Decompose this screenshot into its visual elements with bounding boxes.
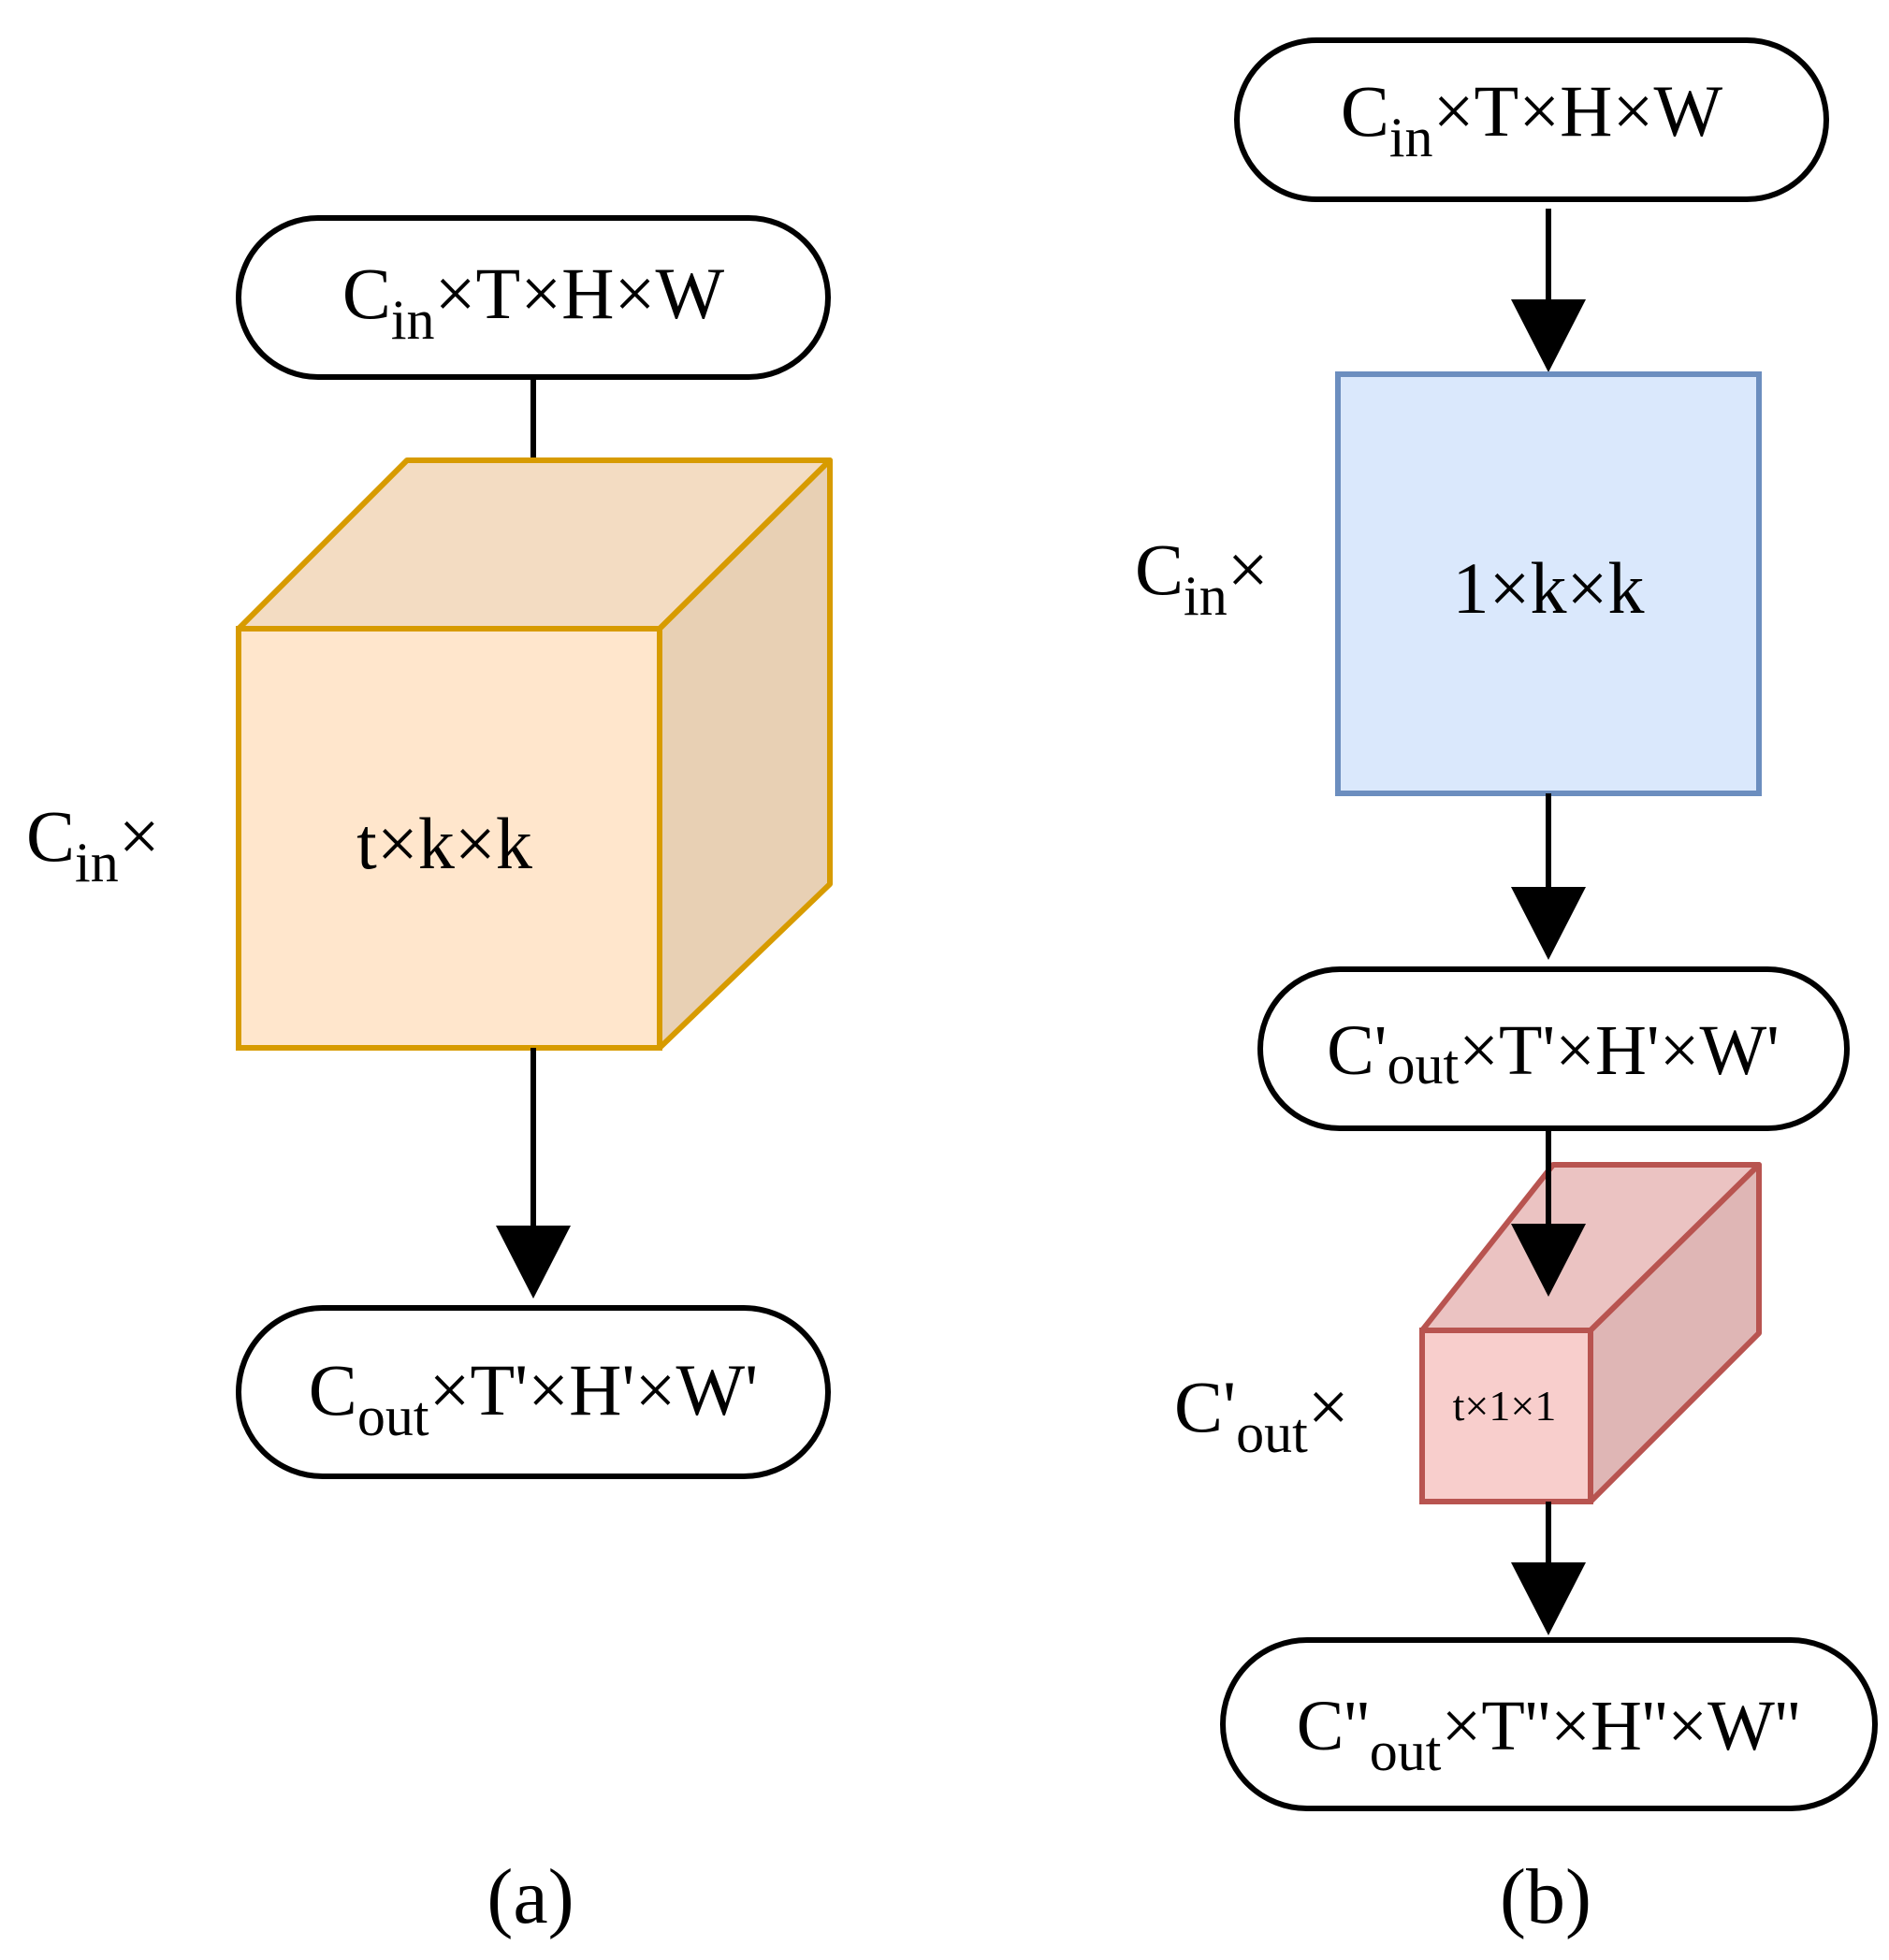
panel-b-spatial-kernel-label: 1×k×k <box>1453 547 1645 629</box>
panel-b-temporal-kernel-label: t×1×1 <box>1453 1382 1557 1430</box>
panel-b-temporal-cube: t×1×1 <box>1419 1162 1762 1504</box>
panel-a-caption: (a) <box>487 1853 574 1940</box>
panel-b-output-pill <box>1220 1637 1878 1811</box>
panel-b-input-pill <box>1234 37 1829 202</box>
panel-a-kernel-label: t×k×k <box>356 803 532 884</box>
panel-b-arrow-3 <box>1511 1128 1586 1297</box>
panel-b-mid-pill <box>1257 966 1850 1131</box>
panel-b-input-node: Cin×T×H×W <box>1234 37 1829 202</box>
panel-b-channel-label-2: C'out× <box>1174 1366 1349 1464</box>
panel-b-arrow-1 <box>1511 209 1586 372</box>
panel-a-arrow-2 <box>496 1048 571 1299</box>
panel-a-cube-front <box>236 626 662 1051</box>
panel-a-output-label: Cout×T'×H'×W' <box>309 1349 758 1447</box>
panel-a: Cin×T×H×W t×k×k Cin× Cout×T'×H'×W' (a) <box>26 215 833 1940</box>
panel-a-output-node: Cout×T'×H'×W' <box>236 1305 831 1479</box>
panel-b-mid-label: C'out×T'×H'×W' <box>1327 1011 1780 1096</box>
panel-b-spatial-box: 1×k×k <box>1335 371 1762 796</box>
panel-a-channel-label: Cin× <box>26 795 160 893</box>
panel-b-caption: (b) <box>1500 1853 1591 1940</box>
panel-b-arrow-4 <box>1511 1502 1586 1635</box>
panel-a-input-node: Cin×T×H×W <box>236 215 831 380</box>
panel-b-spatial-rect <box>1335 371 1762 796</box>
panel-b-mid-node: C'out×T'×H'×W' <box>1257 966 1850 1131</box>
panel-b-input-label: Cin×T×H×W <box>1341 70 1723 168</box>
panel-a-cube: t×k×k <box>236 457 833 1051</box>
panel-b-output-label: C''out×T''×H''×W'' <box>1297 1687 1801 1782</box>
panel-b-arrow-2 <box>1511 793 1586 960</box>
panel-a-output-pill <box>236 1305 831 1479</box>
panel-a-input-label: Cin×T×H×W <box>342 253 725 351</box>
panel-b-temporal-cube-front <box>1419 1328 1593 1504</box>
panel-b-channel-label-1: Cin× <box>1135 529 1269 627</box>
panel-b: Cin×T×H×W 1×k×k Cin× C'out×T'×H'×W' <box>1135 37 1878 1940</box>
panel-b-output-node: C''out×T''×H''×W'' <box>1220 1637 1878 1811</box>
